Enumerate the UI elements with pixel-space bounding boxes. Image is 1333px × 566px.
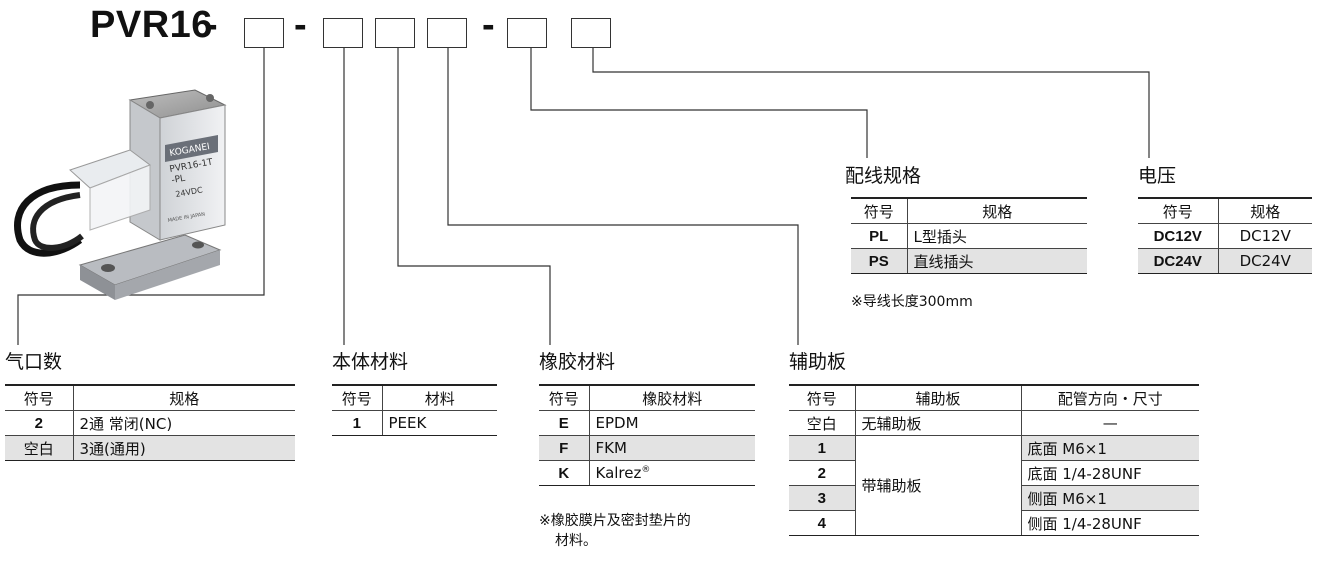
code-box-rubber-material: [375, 18, 415, 48]
body-material-spec: PEEK: [381, 410, 497, 436]
wiring-note: ※导线长度300mm: [851, 294, 973, 310]
rubber-material-code: E: [539, 410, 589, 436]
rubber-material-spec: EPDM: [588, 410, 755, 436]
wiring-header-spec: 规格: [906, 197, 1087, 224]
body-material-title: 本体材料: [332, 351, 409, 373]
voltage-title: 电压: [1138, 165, 1177, 187]
body-material-header-code: 符号: [332, 384, 382, 411]
subplate-code: 4: [789, 510, 855, 536]
rubber-material-table: 符号 橡胶材料 E EPDM F FKM K Kalrez®: [539, 384, 755, 486]
body-material-table: 符号 材料 1 PEEK: [332, 384, 497, 436]
registered-mark: ®: [641, 465, 651, 475]
voltage-code: DC24V: [1138, 248, 1218, 274]
ports-header-spec: 规格: [72, 384, 295, 411]
ports-spec: 3通(通用): [72, 435, 295, 461]
table-row: DC12V DC12V: [1138, 223, 1312, 249]
ports-header-code: 符号: [5, 384, 73, 411]
rubber-material-code: F: [539, 435, 589, 461]
voltage-spec: DC12V: [1217, 223, 1312, 249]
subplate-header-piping: 配管方向・尺寸: [1020, 384, 1199, 411]
code-box-voltage: [571, 18, 611, 48]
valve-product-image: KOGANEI PVR16-1T -PL 24VDC MADE IN JAPAN: [14, 89, 227, 300]
ports-title: 气口数: [5, 351, 63, 373]
subplate-piping: 侧面 1/4-28UNF: [1020, 510, 1199, 536]
rubber-material-note-2: 材料。: [555, 533, 597, 549]
table-row: F FKM: [539, 435, 755, 461]
table-row: PS 直线插头: [851, 248, 1087, 274]
subplate-code: 3: [789, 485, 855, 511]
table-row: DC24V DC24V: [1138, 248, 1312, 274]
voltage-header-code: 符号: [1138, 197, 1218, 224]
voltage-table: 符号 规格 DC12V DC12V DC24V DC24V: [1138, 197, 1312, 274]
body-material-code: 1: [332, 410, 382, 436]
code-box-wiring: [507, 18, 547, 48]
separator-3: -: [482, 4, 495, 46]
model-label-2: -PL: [171, 174, 186, 186]
subplate-header-plate: 辅助板: [854, 384, 1021, 411]
wiring-code: PS: [851, 248, 907, 274]
wiring-table: 符号 规格 PL L型插头 PS 直线插头: [851, 197, 1087, 274]
ports-table: 符号 规格 2 2通 常闭(NC) 空白 3通(通用): [5, 384, 295, 461]
separator-2: -: [294, 4, 307, 46]
rubber-material-spec: FKM: [588, 435, 755, 461]
table-row: E EPDM: [539, 410, 755, 436]
table-row: 2 底面 1/4-28UNF: [789, 460, 1199, 486]
subplate-plate-merged: 带辅助板: [854, 435, 1021, 536]
subplate-code: 空白: [789, 410, 855, 436]
wiring-header-code: 符号: [851, 197, 907, 224]
subplate-code: 1: [789, 435, 855, 461]
rubber-material-note-1: ※橡胶膜片及密封垫片的: [539, 513, 691, 529]
voltage-spec: DC24V: [1217, 248, 1312, 274]
wiring-code: PL: [851, 223, 907, 249]
wiring-spec: 直线插头: [906, 248, 1087, 274]
separator-1: -: [205, 4, 218, 46]
rubber-material-header-code: 符号: [539, 384, 589, 411]
subplate-header-code: 符号: [789, 384, 855, 411]
subplate-table: 符号 辅助板 配管方向・尺寸 空白 无辅助板 — 1 带辅助板 底面 M6×1 …: [789, 384, 1199, 536]
ports-spec: 2通 常闭(NC): [72, 410, 295, 436]
leader-voltage: [592, 48, 1150, 158]
voltage-code: DC12V: [1138, 223, 1218, 249]
subplate-piping: 底面 1/4-28UNF: [1020, 460, 1199, 486]
table-row: 4 侧面 1/4-28UNF: [789, 510, 1199, 536]
rubber-material-header-spec: 橡胶材料: [588, 384, 755, 411]
table-row: 3 侧面 M6×1: [789, 485, 1199, 511]
voltage-header-spec: 规格: [1217, 197, 1312, 224]
rubber-material-spec-text: Kalrez: [595, 464, 642, 482]
subplate-piping: —: [1020, 410, 1199, 436]
wiring-spec: L型插头: [906, 223, 1087, 249]
subplate-piping: 侧面 M6×1: [1020, 485, 1199, 511]
subplate-plate: 无辅助板: [854, 410, 1021, 436]
leader-subplate: [447, 48, 799, 345]
table-row: 1 带辅助板 底面 M6×1: [789, 435, 1199, 536]
leader-ports: [17, 48, 265, 345]
rubber-material-spec: Kalrez®: [588, 460, 755, 486]
table-row: 空白 3通(通用): [5, 435, 295, 461]
table-row: PL L型插头: [851, 223, 1087, 249]
subplate-piping: 底面 M6×1: [1020, 435, 1199, 461]
ports-code: 空白: [5, 435, 73, 461]
leader-rubber-material: [397, 48, 551, 345]
table-row: 空白 无辅助板 —: [789, 410, 1199, 436]
table-row: 1 PEEK: [332, 410, 497, 436]
rubber-material-title: 橡胶材料: [539, 351, 616, 373]
subplate-title: 辅助板: [789, 351, 847, 373]
subplate-code: 2: [789, 460, 855, 486]
body-material-header-spec: 材料: [381, 384, 497, 411]
rubber-material-code: K: [539, 460, 589, 486]
model-prefix: PVR16: [90, 4, 213, 46]
table-row: 2 2通 常闭(NC): [5, 410, 295, 436]
wiring-title: 配线规格: [845, 165, 922, 187]
code-box-subplate: [427, 18, 467, 48]
table-row: K Kalrez®: [539, 460, 755, 486]
code-box-body-material: [323, 18, 363, 48]
ports-code: 2: [5, 410, 73, 436]
leader-wiring: [530, 48, 868, 158]
code-box-ports: [244, 18, 284, 48]
